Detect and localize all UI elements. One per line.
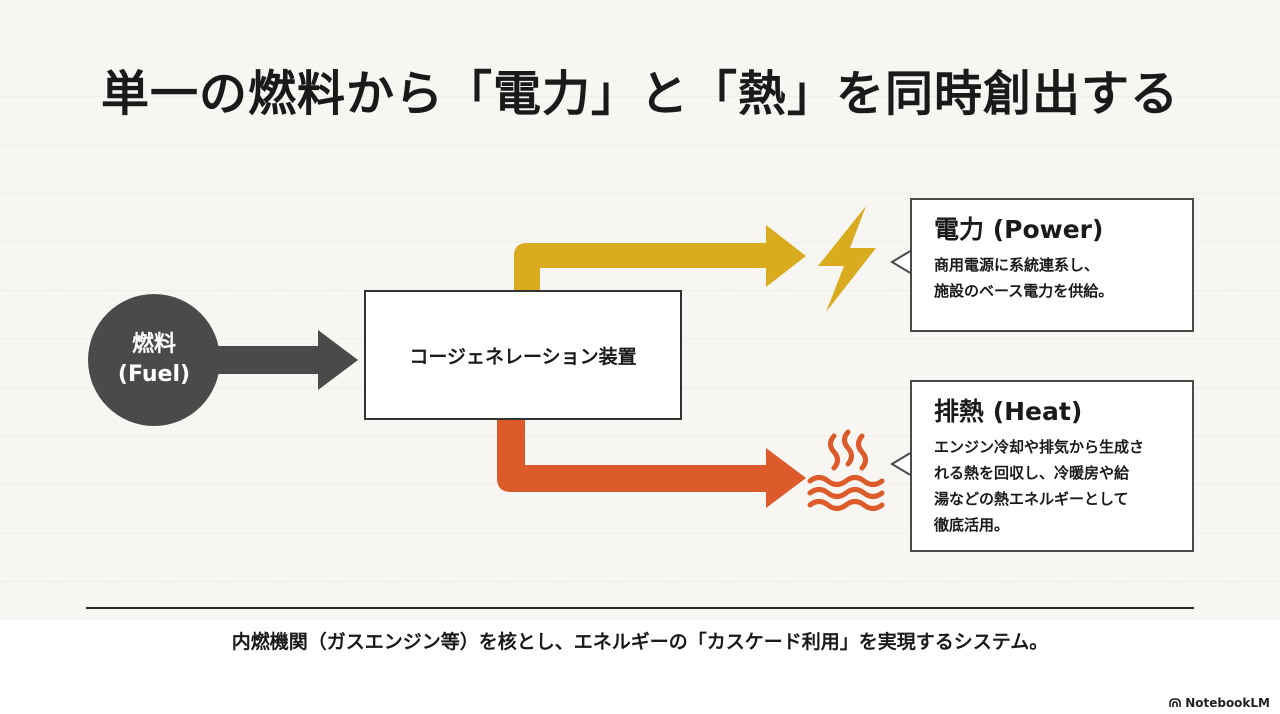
slide-title: 単一の燃料から「電力」と「熱」を同時創出する [100,66,1179,122]
footer-divider [86,607,1194,609]
heat-callout: 排熱 (Heat) エンジン冷却や排気から生成さ れる熱を回収し、冷暖房や給 湯… [910,380,1194,552]
heat-description: エンジン冷却や排気から生成さ れる熱を回収し、冷暖房や給 湯などの熱エネルギーと… [934,438,1145,534]
heat-arrow [497,418,806,508]
footer-caption: 内燃機関（ガスエンジン等）を核とし、エネルギーの「カスケード利用」を実現するシス… [231,631,1049,653]
power-callout: 電力 (Power) 商用電源に系統連系し、 施設のベース電力を供給。 [910,198,1194,332]
power-arrow [514,225,806,292]
heat-waves-icon [807,429,885,511]
footer-band [0,620,1280,714]
notebooklm-logo-icon [1169,698,1181,707]
power-callout-pointer [890,248,913,276]
brand-name: NotebookLM [1185,696,1270,710]
power-title: 電力 (Power) [934,215,1104,244]
fuel-to-device-arrow [210,330,358,390]
power-description: 商用電源に系統連系し、 施設のベース電力を供給。 [934,256,1114,300]
heat-callout-pointer [890,450,913,478]
heat-title: 排熱 (Heat) [934,397,1083,426]
lightning-bolt-icon [818,206,876,312]
cogeneration-device-box: コージェネレーション装置 [364,290,682,420]
fuel-node: 燃料 (Fuel) [88,294,220,426]
device-label: コージェネレーション装置 [409,345,637,368]
fuel-sublabel: (Fuel) [117,362,191,387]
notebooklm-brand: NotebookLM [1169,696,1270,710]
fuel-label: 燃料 [131,332,176,357]
